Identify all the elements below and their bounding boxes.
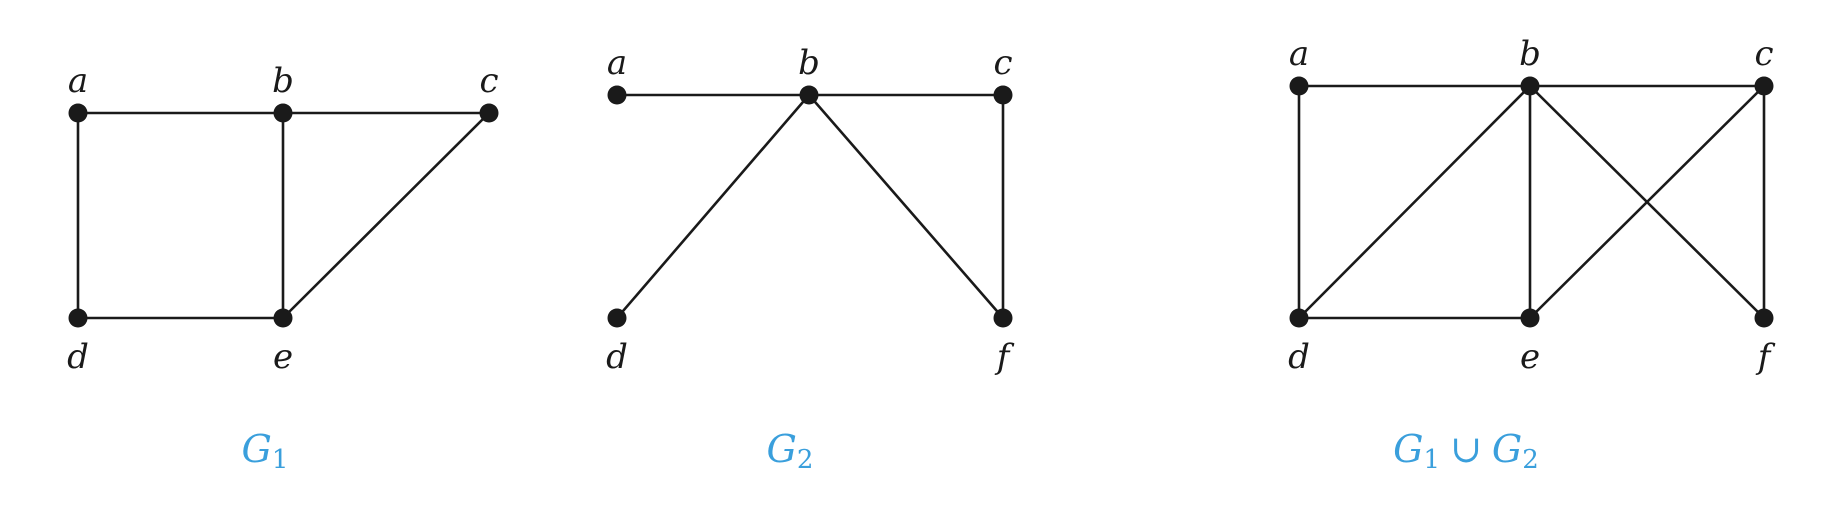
caption-g2: G2 (767, 427, 814, 475)
g1ug2-vertex-c (1754, 76, 1774, 96)
g1ug2-vertex-b (1520, 76, 1540, 96)
g2-vertex-b (799, 85, 819, 105)
caption-g1-sub: 1 (272, 445, 289, 475)
g2-vertex-c (993, 85, 1013, 105)
caption-g2-sub: 2 (797, 445, 814, 475)
g1ug2-vertex-label-a: a (1289, 34, 1309, 74)
caption-union-sub-1: 1 (1424, 445, 1441, 475)
g2-vertex-f (993, 308, 1013, 328)
g2-vertex-label-f: f (994, 337, 1015, 377)
caption-union-sub-2: 2 (1522, 445, 1539, 475)
g1ug2-vertex-label-b: b (1519, 34, 1541, 74)
caption-g1-main: G (242, 427, 272, 471)
g1-vertex-b (273, 103, 293, 123)
caption-union-operator: ∪ (1450, 427, 1482, 471)
g2-edge-b-d (615, 93, 811, 320)
g1-vertex-a (68, 103, 88, 123)
g1-vertex-c (479, 103, 499, 123)
g1-vertex-e (273, 308, 293, 328)
caption-g1-union-g2: G1∪G2 (1393, 427, 1539, 475)
g1-vertex-label-c: c (479, 61, 498, 101)
g2-vertex-d (607, 308, 627, 328)
g1ug2-vertex-label-d: d (1288, 337, 1310, 377)
g2-vertex-label-a: a (607, 43, 627, 83)
caption-g2-main: G (767, 427, 797, 471)
g2-vertex-label-c: c (993, 43, 1012, 83)
g1-vertex-label-b: b (272, 61, 294, 101)
g2-edge-b-f (807, 93, 1005, 320)
g1ug2-vertex-label-c: c (1754, 34, 1773, 74)
graph-g2: a b c d f G2 (606, 43, 1015, 475)
g1ug2-vertex-label-e: e (1520, 337, 1540, 377)
g2-vertex-label-d: d (606, 337, 628, 377)
g1-vertex-label-e: e (273, 337, 293, 377)
caption-union-main-2: G (1492, 427, 1522, 471)
caption-g1: G1 (242, 427, 289, 475)
g1-edge-e-c (281, 111, 491, 320)
g1ug2-vertex-f (1754, 308, 1774, 328)
caption-union-main-1: G (1393, 427, 1423, 471)
graph-g1: a b c d e G1 (67, 61, 498, 475)
g1ug2-edge-e-c (1528, 84, 1766, 320)
g1ug2-vertex-label-f: f (1755, 337, 1776, 377)
g1-vertex-d (68, 308, 88, 328)
g1-vertex-label-a: a (68, 61, 88, 101)
g1ug2-vertex-d (1289, 308, 1309, 328)
g1-vertex-label-d: d (67, 337, 89, 377)
g2-vertex-label-b: b (798, 43, 820, 83)
g1ug2-vertex-a (1289, 76, 1309, 96)
g1ug2-edge-d-b (1297, 84, 1532, 320)
g1ug2-vertex-e (1520, 308, 1540, 328)
g2-vertex-a (607, 85, 627, 105)
